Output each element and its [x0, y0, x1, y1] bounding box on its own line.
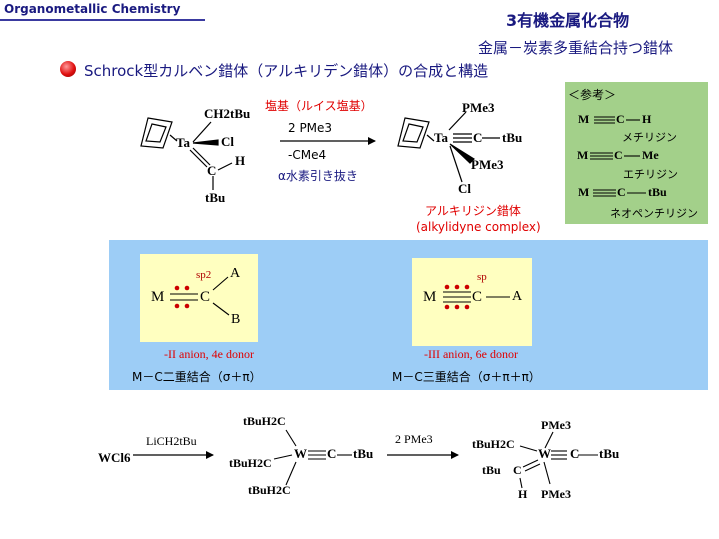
slide-heading: Schrock型カルベン錯体（アルキリデン錯体）の合成と構造 — [84, 62, 489, 80]
reagent-below-label: -CMe4 — [288, 148, 327, 162]
red-bullet-icon — [60, 61, 76, 77]
ref-c-1: C — [616, 112, 625, 126]
ref-sub-3: tBu — [648, 185, 667, 199]
ref-m-2: M — [577, 148, 589, 162]
ref-sub-2: Me — [642, 148, 659, 162]
reagent1-label: LiCH2tBu — [146, 434, 197, 448]
carbyne-bonds — [443, 291, 510, 303]
carbyne-donor-label: -III anion, 6e donor — [424, 347, 518, 361]
wcl6-label: WCl6 — [98, 450, 131, 465]
product-name-en-label: (alkylidyne complex) — [416, 220, 541, 234]
product-tbu-label: tBu — [502, 130, 523, 145]
ch2tbu-label: CH2tBu — [204, 106, 251, 121]
product2-pme3-top-label: PMe3 — [541, 418, 571, 432]
cl-label: Cl — [221, 134, 234, 149]
carbene-electron-dots — [174, 285, 190, 309]
ref-name-3: ネオペンチリジン — [610, 207, 698, 220]
carbene-b-label: B — [231, 312, 241, 327]
carbyne-m-label: M — [423, 289, 437, 305]
carbene-bond-label: M－C二重結合（σ＋π） — [132, 370, 262, 384]
product2-w-label: W — [538, 446, 551, 461]
reference-box — [565, 82, 708, 224]
carbyne-hybridization: sp — [477, 271, 487, 283]
product-2-bonds — [519, 431, 598, 489]
ref-c-3: C — [617, 185, 626, 199]
product2-tbuh2c-label: tBuH2C — [472, 437, 515, 451]
product2-tbu-label: tBu — [599, 446, 620, 461]
ref-m-3: M — [578, 185, 590, 199]
intermediate-c-label: C — [327, 446, 337, 461]
intermediate-left-label: tBuH2C — [229, 456, 272, 470]
header-underline — [0, 19, 205, 21]
cp-ring-icon — [140, 117, 178, 149]
ref-sub-1: H — [642, 112, 652, 126]
product-cl-label: Cl — [458, 181, 471, 196]
mechanism-label: α水素引き抜き — [278, 169, 358, 183]
course-header: Organometallic Chemistry — [4, 2, 181, 16]
product2-c-label: C — [570, 446, 580, 461]
carbene-m-label: M — [151, 289, 165, 305]
ta-label: Ta — [176, 135, 190, 150]
intermediate-top-label: tBuH2C — [243, 414, 286, 428]
ref-m-1: M — [578, 112, 590, 126]
carbene-donor-label: -II anion, 4e donor — [164, 347, 254, 361]
intermediate-bonds — [273, 429, 352, 486]
carbene-bonds — [170, 276, 230, 316]
intermediate-bottom-label: tBuH2C — [248, 483, 291, 497]
carbene-hybridization: sp2 — [196, 269, 212, 281]
product-name-label: アルキリジン錯体 — [425, 204, 521, 218]
product-bonds — [448, 111, 500, 183]
product2-pme3-bottom-label: PMe3 — [541, 487, 571, 501]
carbyne-a-label: A — [512, 289, 523, 304]
reagent-above-label: 2 PMe3 — [288, 121, 333, 135]
carbyne-electron-dots — [444, 284, 470, 310]
base-label: 塩基（ルイス塩基） — [265, 99, 373, 113]
tbu-label: tBu — [205, 190, 226, 205]
product2-c-left-label: C — [513, 463, 522, 477]
product-ta-label: Ta — [434, 130, 448, 145]
reagent2-label: 2 PMe3 — [395, 432, 433, 446]
cp-ring-icon — [397, 117, 435, 149]
carbyne-box — [412, 258, 532, 346]
ref-c-2: C — [614, 148, 623, 162]
product2-h-label: H — [518, 487, 528, 501]
carbene-box — [140, 254, 258, 342]
reference-triple-bonds — [590, 116, 646, 197]
reference-title: ＜参考＞ — [568, 88, 617, 102]
product2-tbu-c-label: tBu — [482, 463, 501, 477]
pme3-right-label: PMe3 — [471, 157, 504, 172]
intermediate-w-label: W — [294, 446, 307, 461]
ref-name-1: メチリジン — [622, 131, 677, 144]
reactant-bonds — [189, 121, 233, 190]
carbene-a-label: A — [230, 266, 241, 281]
carbyne-bond-label: M－C三重結合（σ＋π＋π） — [392, 370, 541, 384]
ref-name-2: エチリジン — [623, 168, 678, 181]
carbon-label: C — [207, 163, 217, 178]
intermediate-tbu-label: tBu — [353, 446, 374, 461]
carbene-c-label: C — [200, 289, 211, 305]
carbyne-c-label: C — [472, 289, 483, 305]
slide-subtitle: 金属－炭素多重結合持つ錯体 — [478, 39, 674, 57]
slide-title: 3有機金属化合物 — [506, 11, 630, 30]
hydrogen-label: H — [235, 153, 246, 168]
pme3-top-label: PMe3 — [462, 100, 495, 115]
product-carbon-label: C — [473, 130, 483, 145]
